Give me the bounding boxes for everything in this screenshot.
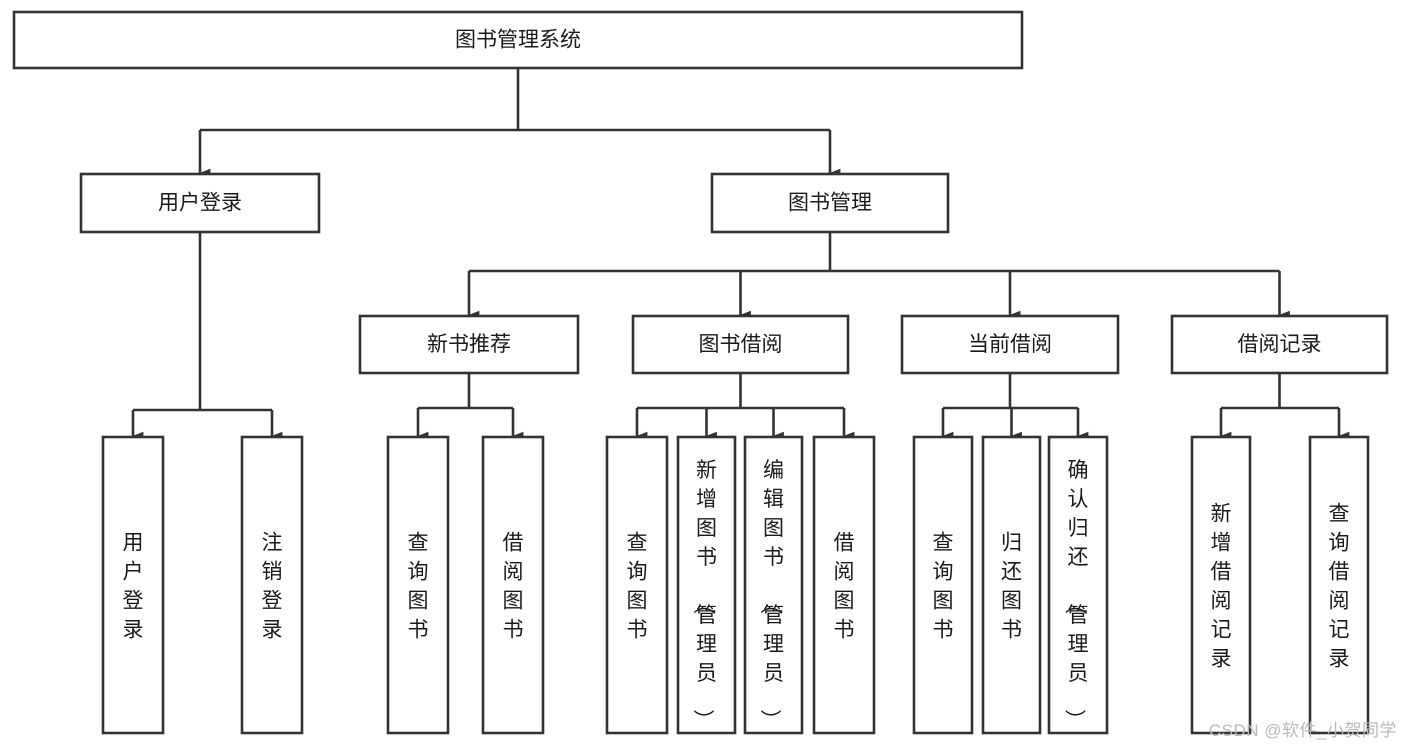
leaf-user-logout-label: 注销登录 xyxy=(262,532,283,642)
leaf-borrow-book-1[interactable]: 借阅图书 xyxy=(481,435,545,735)
node-root-box xyxy=(12,10,1024,70)
leaf-borrow-book-2-box xyxy=(812,435,876,735)
leaf-user-login-do-box xyxy=(101,435,165,735)
leaf-add-borrow-record-label: 新增借阅记录 xyxy=(1211,503,1232,671)
node-new-book-recommend-box xyxy=(358,314,580,375)
node-new-book-recommend-label: 新书推荐 xyxy=(427,333,511,356)
leaf-query-book-3[interactable]: 查询图书 xyxy=(912,435,974,735)
leaf-confirm-return-admin-box xyxy=(1047,435,1109,735)
node-book-borrow-box xyxy=(631,314,850,375)
leaf-query-borrow-record-box xyxy=(1308,435,1370,735)
leaf-add-borrow-record-box xyxy=(1190,435,1252,735)
node-book-manage-box xyxy=(710,172,950,234)
node-borrow-record[interactable]: 借阅记录 xyxy=(1170,314,1389,375)
leaf-edit-book-admin[interactable]: 编辑图书（管理员） xyxy=(743,435,804,735)
leaf-query-book-3-box xyxy=(912,435,974,735)
leaf-user-logout-box xyxy=(240,435,304,735)
leaf-query-book-2[interactable]: 查询图书 xyxy=(605,435,669,735)
leaf-query-borrow-record[interactable]: 查询借阅记录 xyxy=(1308,435,1370,735)
node-current-borrow[interactable]: 当前借阅 xyxy=(900,314,1120,375)
leaf-user-login-do[interactable]: 用户登录 xyxy=(101,435,165,735)
leaf-add-book-admin[interactable]: 新增图书（管理员） xyxy=(676,435,737,735)
node-user-login-box xyxy=(79,172,321,234)
leaf-user-login-do-label: 用户登录 xyxy=(123,532,144,642)
leaf-edit-book-admin-label: 编辑图书（管理员） xyxy=(758,459,784,730)
node-borrow-record-label: 借阅记录 xyxy=(1238,333,1322,356)
node-new-book-recommend[interactable]: 新书推荐 xyxy=(358,314,580,375)
node-root-label: 图书管理系统 xyxy=(455,29,581,52)
leaf-return-book-box xyxy=(981,435,1042,735)
leaf-add-borrow-record[interactable]: 新增借阅记录 xyxy=(1190,435,1252,735)
node-book-manage[interactable]: 图书管理 xyxy=(710,172,950,234)
leaf-query-book-2-box xyxy=(605,435,669,735)
leaf-query-borrow-record-label: 查询借阅记录 xyxy=(1329,503,1350,671)
node-current-borrow-label: 当前借阅 xyxy=(968,333,1052,356)
leaf-return-book-label: 归还图书 xyxy=(1001,532,1022,642)
leaf-add-book-admin-label: 新增图书（管理员） xyxy=(691,459,717,730)
node-user-login-label: 用户登录 xyxy=(158,192,242,215)
node-book-borrow-label: 图书借阅 xyxy=(699,333,783,356)
leaf-query-book-1-box xyxy=(386,435,450,735)
leaf-query-book-1[interactable]: 查询图书 xyxy=(386,435,450,735)
watermark-text: CSDN @软件_小贺同学 xyxy=(1208,721,1397,740)
leaf-confirm-return-admin-label: 确认归还（管理员） xyxy=(1063,459,1089,730)
leaf-add-book-admin-box xyxy=(676,435,737,735)
leaf-return-book[interactable]: 归还图书 xyxy=(981,435,1042,735)
node-root[interactable]: 图书管理系统 xyxy=(12,10,1024,70)
leaf-query-book-3-label: 查询图书 xyxy=(933,532,954,642)
leaf-edit-book-admin-box xyxy=(743,435,804,735)
leaf-borrow-book-1-label: 借阅图书 xyxy=(503,532,524,642)
leaf-borrow-book-1-box xyxy=(481,435,545,735)
node-user-login[interactable]: 用户登录 xyxy=(79,172,321,234)
leaf-borrow-book-2-label: 借阅图书 xyxy=(834,532,855,642)
leaf-user-logout[interactable]: 注销登录 xyxy=(240,435,304,735)
node-book-borrow[interactable]: 图书借阅 xyxy=(631,314,850,375)
leaf-query-book-1-label: 查询图书 xyxy=(408,532,429,642)
connector-layer xyxy=(131,68,1350,441)
leaf-confirm-return-admin[interactable]: 确认归还（管理员） xyxy=(1047,435,1109,735)
leaf-borrow-book-2[interactable]: 借阅图书 xyxy=(812,435,876,735)
leaf-query-book-2-label: 查询图书 xyxy=(627,532,648,642)
node-book-manage-label: 图书管理 xyxy=(788,192,872,215)
node-current-borrow-box xyxy=(900,314,1120,375)
node-layer: 图书管理系统用户登录图书管理用户登录注销登录新书推荐查询图书借阅图书图书借阅查询… xyxy=(12,10,1389,735)
node-borrow-record-box xyxy=(1170,314,1389,375)
